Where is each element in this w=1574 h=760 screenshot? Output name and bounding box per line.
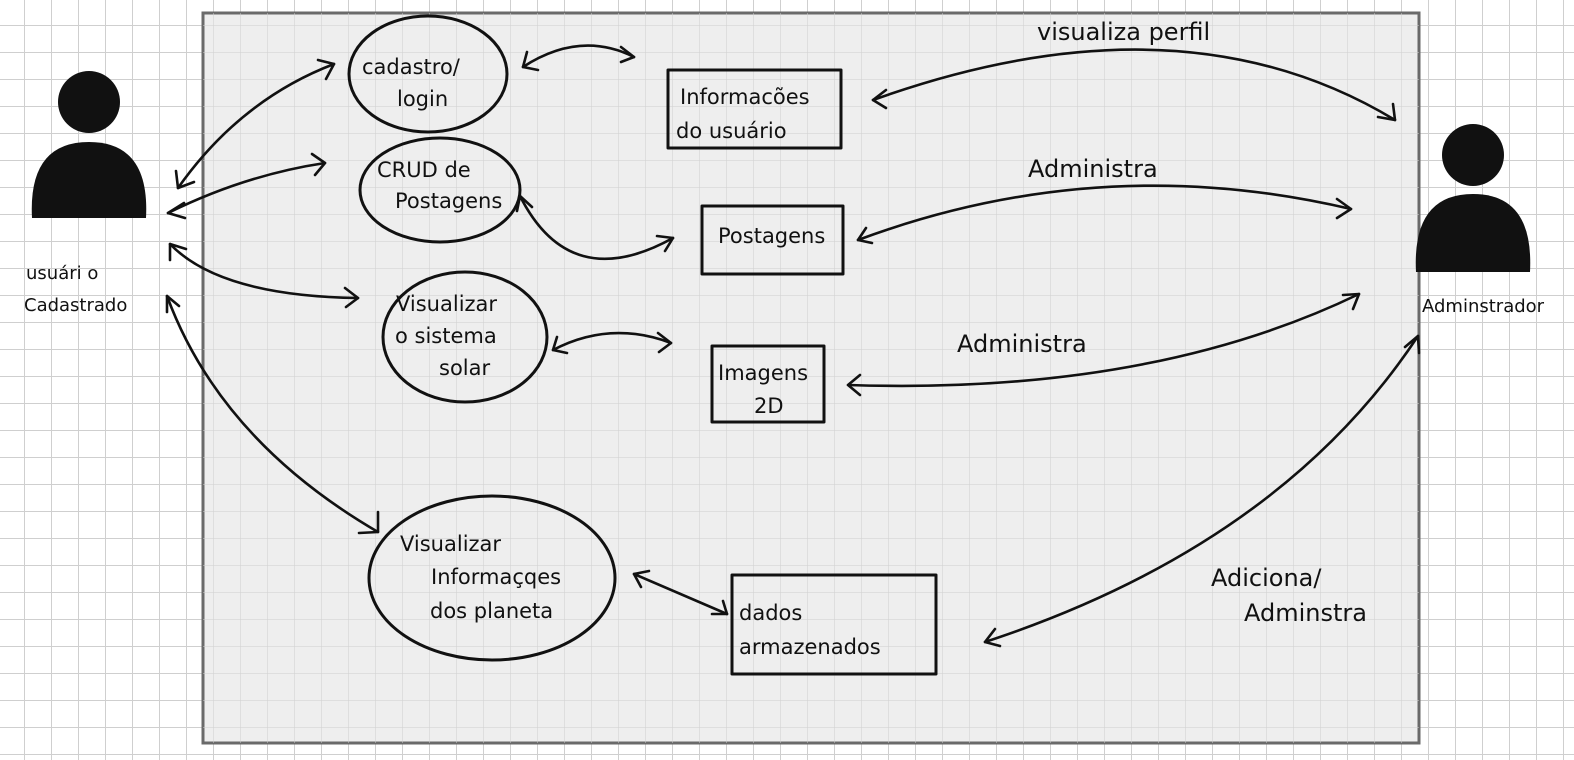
- use-case-login: cadastro/ login: [347, 14, 509, 134]
- entity-stored-line2: armazenados: [739, 635, 881, 659]
- admin-actor: Adminstrador: [1415, 124, 1545, 317]
- entity-posts: Postagens: [700, 204, 845, 276]
- use-case-crud-line2: Postagens: [395, 189, 502, 213]
- use-case-solar-line1: Visualizar: [396, 292, 497, 316]
- use-case-crud-line1: CRUD de: [377, 158, 471, 182]
- use-case-crud-posts: CRUD de Postagens: [358, 136, 522, 244]
- arrow-planets-stored-data: [632, 569, 729, 616]
- admin-actor-label: Adminstrador: [1422, 296, 1545, 317]
- entity-stored-line1: dados: [739, 601, 802, 625]
- admin-person-icon: [1415, 124, 1531, 272]
- entity-images-line1: Imagens: [718, 361, 808, 385]
- entity-posts-label: Postagens: [718, 224, 825, 248]
- arrow-admin-posts: [856, 184, 1353, 245]
- entity-user-info-line1: Informacões: [680, 85, 810, 109]
- use-case-login-line2: login: [397, 87, 448, 111]
- edge-label-add-manage-line2: Adminstra: [1244, 599, 1367, 627]
- edge-label-manage-images: Administra: [957, 330, 1087, 358]
- entity-user-info: Informacões do usuário: [666, 68, 843, 150]
- arrow-user-crud: [166, 152, 327, 220]
- use-case-view-solar-system: Visualizar o sistema solar: [381, 270, 549, 404]
- user-actor: usuári o Cadastrado: [24, 71, 147, 316]
- use-case-solar-line2: o sistema: [395, 324, 497, 348]
- use-case-solar-line3: solar: [439, 356, 490, 380]
- user-actor-label-line1: usuári o: [26, 263, 98, 284]
- arrow-user-planet-info: [165, 294, 380, 535]
- entity-images-2d: Imagens 2D: [710, 344, 826, 424]
- edge-label-manage-posts: Administra: [1028, 155, 1158, 183]
- edge-label-view-profile: visualiza perfil: [1037, 18, 1210, 46]
- use-case-view-planet-info: Visualizar Informaçqes dos planeta: [367, 494, 617, 662]
- use-case-planets-line2: Informaçqes: [431, 565, 561, 589]
- arrow-crud-posts: [515, 194, 675, 260]
- arrow-user-solar: [168, 242, 360, 309]
- entity-stored-data: dados armazenados: [730, 573, 938, 676]
- arrow-admin-stored-data: [983, 334, 1421, 648]
- use-case-planets-line1: Visualizar: [400, 532, 501, 556]
- entity-user-info-line2: do usuário: [676, 119, 787, 143]
- use-case-planets-line3: dos planeta: [430, 599, 553, 623]
- user-actor-label-line2: Cadastrado: [24, 295, 127, 316]
- system-boundary: [201, 11, 1421, 745]
- edge-label-add-manage-line1: Adiciona/: [1211, 564, 1322, 592]
- arrow-solar-images: [551, 331, 673, 355]
- arrow-user-login: [174, 58, 336, 190]
- arrow-admin-user-info: [871, 48, 1397, 122]
- arrow-admin-images: [846, 292, 1361, 397]
- entity-images-line2: 2D: [754, 394, 784, 418]
- user-person-icon: [31, 71, 147, 218]
- arrow-login-user-info: [521, 44, 636, 72]
- use-case-login-line1: cadastro/: [362, 55, 461, 79]
